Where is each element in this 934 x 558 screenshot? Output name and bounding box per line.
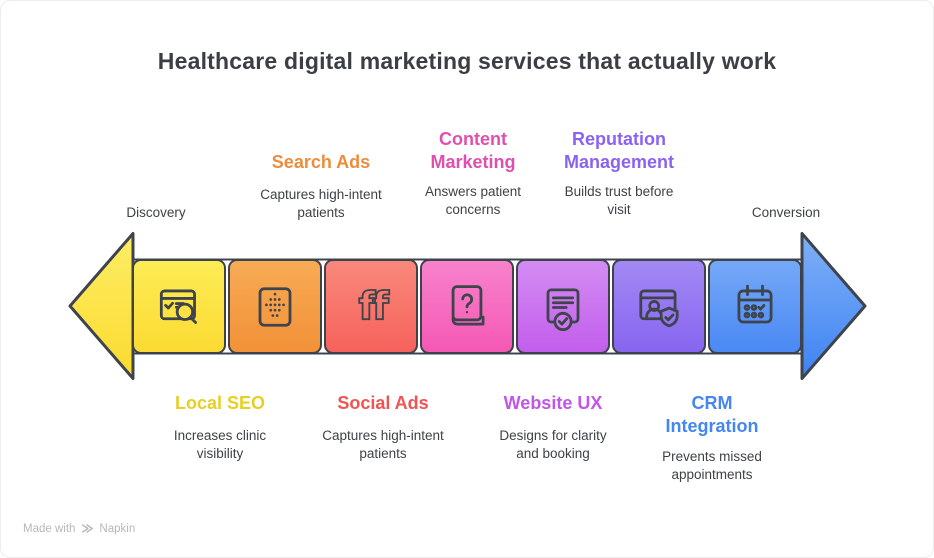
stage-title: Website UX: [503, 393, 603, 413]
stage-label-website-ux: Website UX Designs for clarity and booki…: [458, 392, 648, 462]
document-check-icon: [546, 287, 580, 331]
endpoint-discovery: Discovery: [126, 205, 186, 220]
stage-label-search-ads: Search Ads Captures high-intent patients: [226, 151, 416, 221]
stage-desc: Prevents missed appointments: [662, 449, 762, 482]
segment-reputation-management: [612, 259, 706, 354]
calendar-check-icon: [737, 284, 773, 323]
stage-desc: Builds trust before visit: [564, 184, 674, 217]
stage-label-social-ads: Social Ads Captures high-intent patients: [288, 392, 478, 462]
stage-title: Search Ads: [271, 152, 371, 172]
stage-title: Reputation Management: [563, 129, 675, 172]
dot-arrow-icon: [258, 286, 292, 327]
stage-title: CRM Integration: [665, 393, 759, 436]
profile-shield-icon: [639, 289, 679, 327]
browser-search-icon: [159, 289, 197, 324]
segment-crm-integration: [708, 259, 802, 354]
stage-title: Social Ads: [337, 393, 429, 413]
segment-local-seo: [132, 259, 226, 354]
footer-credit: Made with Napkin: [23, 522, 135, 535]
segment-website-ux: [516, 259, 610, 354]
stage-title: Content Marketing: [430, 129, 516, 172]
stage-desc: Increases clinic visibility: [173, 428, 267, 461]
stage-label-content-marketing: Content Marketing Answers patient concer…: [378, 128, 568, 218]
stage-label-crm-integration: CRM Integration Prevents missed appointm…: [617, 392, 807, 483]
page-title: Healthcare digital marketing services th…: [157, 48, 777, 74]
stage-desc: Designs for clarity and booking: [499, 428, 607, 461]
right-arrowhead: [800, 232, 867, 380]
left-arrowhead: [68, 232, 135, 380]
napkin-logo-icon: [82, 524, 94, 533]
brand-label: Napkin: [99, 522, 136, 535]
stage-desc: Captures high-intent patients: [260, 187, 382, 220]
stage-label-local-seo: Local SEO Increases clinic visibility: [125, 392, 315, 462]
segment-social-ads: ff: [324, 259, 418, 354]
endpoint-conversion: Conversion: [751, 205, 821, 220]
stage-desc: Answers patient concerns: [424, 184, 522, 217]
stage-desc: Captures high-intent patients: [322, 428, 444, 461]
ff-ligature-icon: ff: [358, 282, 395, 329]
made-with-label: Made with: [23, 522, 76, 535]
svg-text:ff: ff: [359, 283, 391, 328]
book-question-icon: [451, 284, 485, 326]
stage-title: Local SEO: [174, 393, 266, 413]
segment-content-marketing: [420, 259, 514, 354]
segment-search-ads: [228, 259, 322, 354]
stage-label-reputation-management: Reputation Management Builds trust befor…: [524, 128, 714, 218]
